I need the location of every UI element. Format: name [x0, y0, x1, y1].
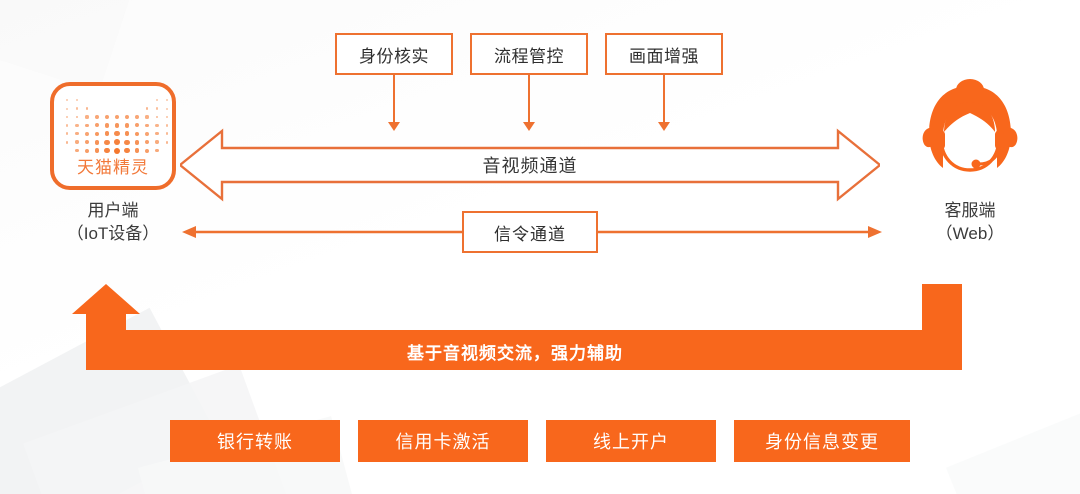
- agent-node: 客服端 （Web）: [890, 78, 1050, 245]
- media-channel-label: 音视频通道: [482, 156, 578, 176]
- client-label: 用户端 （IoT设备）: [38, 199, 188, 245]
- agent-label: 客服端 （Web）: [890, 199, 1050, 245]
- scenario-pill-bank-transfer[interactable]: 银行转账: [170, 420, 340, 462]
- feature-connector-line: [528, 75, 530, 127]
- client-label-line2: （IoT设备）: [66, 224, 160, 243]
- dot-matrix-cat-face-icon: [62, 96, 172, 156]
- client-node: 天猫精灵 用户端 （IoT设备）: [38, 82, 188, 245]
- agent-label-line2: （Web）: [935, 224, 1005, 243]
- feature-box-video[interactable]: 画面增强: [605, 33, 723, 75]
- scenario-pill-identity-change[interactable]: 身份信息变更: [734, 420, 910, 462]
- feature-box-process[interactable]: 流程管控: [470, 33, 588, 75]
- brand-label: 天猫精灵: [77, 158, 149, 177]
- scenario-pill-credit-card[interactable]: 信用卡激活: [358, 420, 528, 462]
- scenario-pill-online-account[interactable]: 线上开户: [546, 420, 716, 462]
- feature-box-identity[interactable]: 身份核实: [335, 33, 453, 75]
- feature-label: 流程管控: [494, 46, 564, 66]
- client-label-line1: 用户端: [87, 201, 139, 220]
- background-watermark-5: [945, 400, 1080, 494]
- scenario-label: 线上开户: [593, 432, 669, 452]
- feature-connector-line: [663, 75, 665, 127]
- feature-label: 身份核实: [359, 46, 429, 66]
- support-bracket-label: 基于音视频交流，强力辅助: [407, 344, 623, 363]
- feature-connector-arrowhead: [523, 122, 535, 131]
- headset-agent-icon: [915, 78, 1025, 190]
- feature-connector-arrowhead: [658, 122, 670, 131]
- signal-channel-box[interactable]: 信令通道: [462, 211, 598, 253]
- feature-connector-arrowhead: [388, 122, 400, 131]
- feature-connector-line: [393, 75, 395, 127]
- scenario-label: 身份信息变更: [765, 432, 879, 452]
- feature-label: 画面增强: [629, 46, 699, 66]
- signal-channel-label: 信令通道: [494, 224, 566, 244]
- agent-label-line1: 客服端: [944, 201, 996, 220]
- scenario-label: 银行转账: [217, 432, 293, 452]
- background-watermark-4: [0, 0, 134, 93]
- scenario-label: 信用卡激活: [395, 432, 491, 452]
- tmall-genie-speaker-icon: 天猫精灵: [50, 82, 176, 190]
- support-bracket: [72, 284, 962, 370]
